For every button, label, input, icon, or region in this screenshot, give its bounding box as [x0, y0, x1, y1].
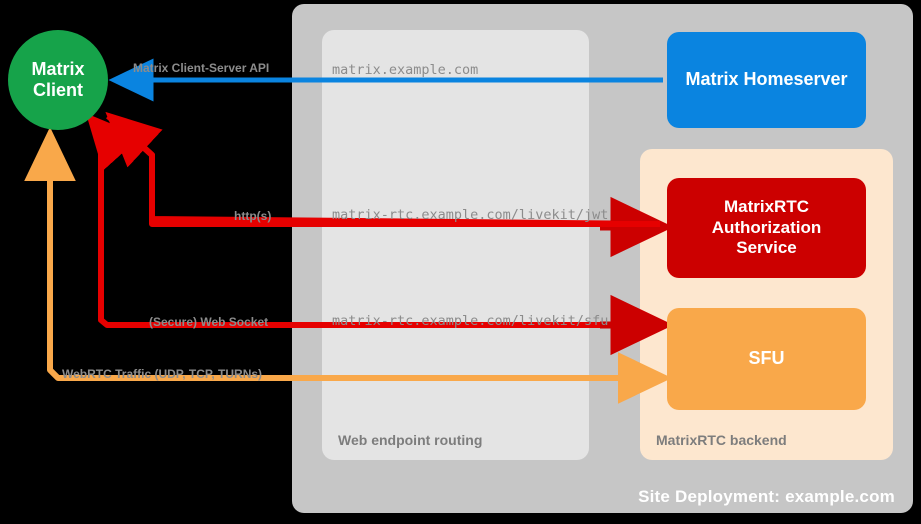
site-deployment-label: Site Deployment: example.com — [638, 487, 895, 506]
web-endpoint-routing-container: Web endpoint routing — [322, 30, 589, 460]
edge-endpoint-livekit-jwt: matrix-rtc.example.com/livekit/jwt — [332, 207, 609, 223]
node-matrixrtc-authorization-service[interactable]: MatrixRTC Authorization Service — [667, 178, 866, 278]
sfu-label: SFU — [748, 348, 785, 369]
auth-service-label: MatrixRTC Authorization Service — [712, 197, 822, 258]
edge-label-matrix-client-server-api: Matrix Client-Server API — [133, 61, 270, 75]
edge-secure-websocket — [85, 113, 674, 356]
matrix-homeserver-label: Matrix Homeserver — [685, 69, 848, 90]
edge-endpoint-livekit-sfu: matrix-rtc.example.com/livekit/sfu — [332, 313, 609, 329]
node-sfu[interactable]: SFU — [667, 308, 866, 410]
web-endpoint-routing-label: Web endpoint routing — [338, 432, 483, 448]
edge-label-secure-websocket: (Secure) Web Socket — [149, 315, 269, 329]
auth-service-label-line2: Authorization — [711, 217, 822, 237]
edge-webrtc-traffic — [24, 127, 672, 404]
matrixrtc-backend-label: MatrixRTC backend — [656, 432, 787, 448]
node-matrix-client[interactable]: Matrix Client — [8, 30, 108, 130]
edge-label-https: http(s) — [234, 209, 272, 223]
edge-label-webrtc-traffic: WebRTC Traffic (UDP, TCP, TURNs) — [62, 367, 263, 381]
edge-endpoint-matrix-example-com: matrix.example.com — [332, 62, 479, 78]
auth-service-label-line1: MatrixRTC — [723, 197, 809, 217]
matrix-client-label-line2: Client — [32, 80, 83, 100]
node-matrix-homeserver[interactable]: Matrix Homeserver — [667, 32, 866, 128]
matrix-client-label-line1: Matrix — [31, 59, 85, 80]
auth-service-label-line3: Service — [736, 238, 797, 258]
